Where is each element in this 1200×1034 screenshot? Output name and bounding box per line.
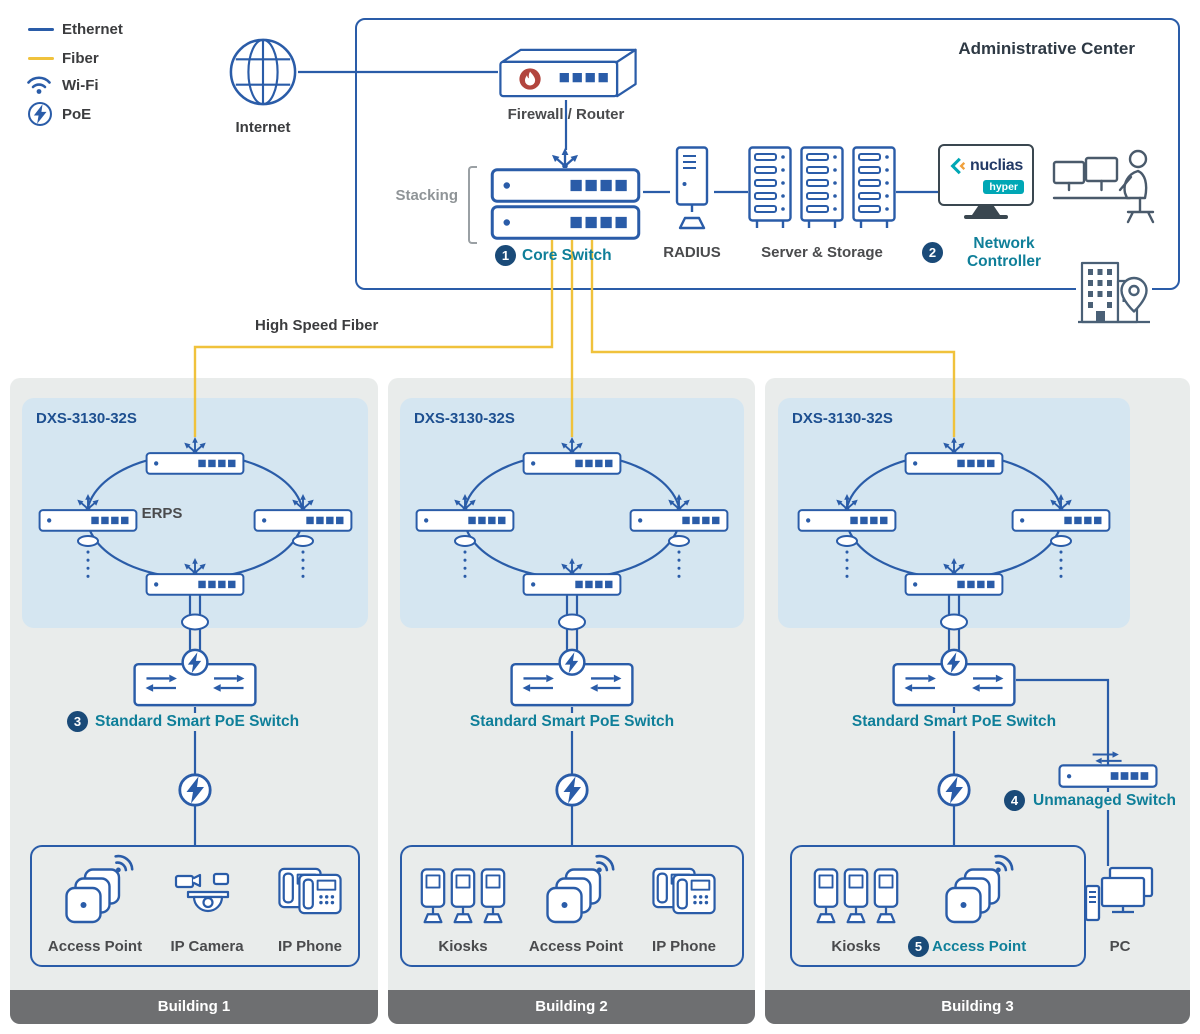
server-rack-icon: [852, 146, 896, 230]
core-switch-stack-icon: [490, 148, 641, 240]
poe-icon: [177, 772, 213, 808]
kiosk-icon: [448, 868, 478, 924]
nuclias-chevron-icon: [950, 157, 966, 175]
access-point-icon: [65, 868, 121, 924]
stacking-label: Stacking: [395, 187, 458, 204]
ring-switch-icon: [797, 494, 897, 532]
ring-switch-icon: [145, 437, 245, 475]
ip-camera-icon: [174, 872, 238, 922]
building-3-footer: Building 3: [765, 990, 1190, 1024]
building-2-footer: Building 2: [388, 990, 755, 1024]
network-operator-icon: [1052, 132, 1167, 234]
unmanaged-switch-icon: [1058, 750, 1158, 788]
firewall-router-icon: [498, 48, 638, 98]
poe-icon: [27, 101, 53, 127]
unmanaged-switch-label: Unmanaged Switch: [1028, 792, 1181, 810]
poe-switch-icon: [892, 648, 1016, 707]
kiosk-icon: [478, 868, 508, 924]
internet-globe-icon: [228, 37, 298, 107]
nuclias-brand-text: nuclias: [969, 157, 1024, 174]
erps-label: ERPS: [141, 505, 183, 522]
network-controller-label: Network Controller: [966, 235, 1042, 270]
legend-label-ethernet: Ethernet: [62, 21, 123, 38]
building-2-model-label: DXS-3130-32S: [414, 410, 515, 427]
campus-building-icon: [1076, 250, 1152, 324]
radius-label: RADIUS: [663, 244, 721, 261]
ring-switch-icon: [415, 494, 515, 532]
ring-switch-icon: [253, 494, 353, 532]
poe-switch-icon: [510, 648, 634, 707]
server-rack-icon: [748, 146, 792, 230]
access-point-icon: [945, 868, 1001, 924]
ethernet-line-swatch: [28, 28, 54, 31]
ring-switch-icon: [38, 494, 138, 532]
pc-icon: [1084, 866, 1156, 928]
device-label-ip-camera: IP Camera: [170, 938, 244, 955]
legend-label-poe: PoE: [62, 106, 92, 123]
monitor-stand: [972, 206, 1000, 215]
unmanaged-switch-badge: 4: [1004, 790, 1025, 811]
admin-center-title: Administrative Center: [958, 39, 1135, 58]
poe-switch-label: Standard Smart PoE Switch: [90, 713, 305, 731]
ip-phone-icon: [298, 872, 342, 916]
poe-switch-badge: 3: [67, 711, 88, 732]
nuclias-logo: nuclias: [940, 156, 1032, 176]
internet-label: Internet: [235, 119, 291, 136]
core-switch-badge: 1: [495, 245, 516, 266]
device-label-ip-phone: IP Phone: [278, 938, 342, 955]
core-switch-label: Core Switch: [522, 247, 612, 264]
nuclias-hyper-tag: hyper: [983, 180, 1024, 194]
kiosk-icon: [811, 868, 841, 924]
server-rack-icon: [800, 146, 844, 230]
ring-switch-icon: [522, 558, 622, 596]
poe-switch-label: Standard Smart PoE Switch: [846, 713, 1062, 731]
ring-switch-icon: [145, 558, 245, 596]
ring-switch-icon: [904, 558, 1004, 596]
nuclias-controller-monitor: nuclias hyper: [938, 144, 1034, 206]
monitor-base: [964, 215, 1008, 219]
high-speed-fiber-label: High Speed Fiber: [255, 317, 379, 334]
access-point-icon: [546, 868, 602, 924]
ring-switch-icon: [904, 437, 1004, 475]
legend-label-wifi: Wi-Fi: [62, 77, 99, 94]
administrative-center-box: [355, 18, 1180, 290]
ip-phone-icon: [672, 872, 716, 916]
poe-icon: [936, 772, 972, 808]
building-2-devices-box: [400, 845, 744, 967]
kiosk-icon: [871, 868, 901, 924]
device-label-kiosks: Kiosks: [831, 938, 881, 955]
device-label-access-point: Access Point: [47, 938, 143, 955]
building-1-footer: Building 1: [10, 990, 378, 1024]
poe-switch-label: Standard Smart PoE Switch: [464, 713, 680, 731]
legend-label-fiber: Fiber: [62, 50, 99, 67]
building-1-devices-box: [30, 845, 360, 967]
radius-server-icon: [670, 146, 714, 230]
stacking-bracket: [468, 166, 477, 244]
server-storage-label: Server & Storage: [761, 244, 883, 261]
wifi-icon: [26, 74, 52, 94]
ring-switch-icon: [1011, 494, 1111, 532]
ring-switch-icon: [522, 437, 622, 475]
device-label-ip-phone: IP Phone: [652, 938, 716, 955]
device-label-pc: PC: [1109, 938, 1131, 955]
building-1-model-label: DXS-3130-32S: [36, 410, 137, 427]
access-point-badge: 5: [908, 936, 929, 957]
fiber-lines: [193, 240, 956, 437]
device-label-access-point: Access Point: [528, 938, 624, 955]
device-label-kiosks: Kiosks: [438, 938, 488, 955]
network-controller-badge: 2: [922, 242, 943, 263]
ring-switch-icon: [629, 494, 729, 532]
poe-icon: [554, 772, 590, 808]
device-label-access-point: Access Point: [932, 938, 1027, 955]
kiosk-icon: [418, 868, 448, 924]
firewall-router-label: Firewall / Router: [507, 106, 625, 123]
kiosk-icon: [841, 868, 871, 924]
link-ellipses: [77, 535, 1072, 631]
poe-switch-icon: [133, 648, 257, 707]
building-3-model-label: DXS-3130-32S: [792, 410, 893, 427]
expansion-dots: [86, 550, 1063, 586]
fiber-line-swatch: [28, 57, 54, 60]
